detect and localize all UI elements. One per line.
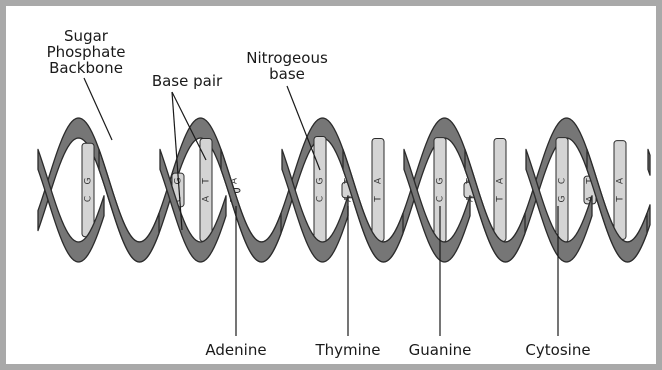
guanine-label: Guanine — [409, 342, 472, 359]
cytosine-label: Cytosine — [525, 342, 590, 359]
base-pair-rung: AT — [614, 141, 626, 240]
rung-letter-bottom: C — [436, 196, 446, 202]
rung-letter-bottom: C — [84, 196, 94, 202]
rung-letter-top: A — [374, 177, 384, 184]
rung-letter-top: C — [558, 178, 568, 184]
rung-letter-top: A — [616, 177, 626, 184]
rung-letter-bottom: T — [496, 196, 506, 203]
nitrogenous-base-label-line2: base — [269, 66, 305, 83]
rung-letter-top: T — [202, 178, 212, 185]
rung-letter-top: G — [316, 177, 326, 184]
backbone-strand-a-segment — [648, 149, 650, 175]
base-pair-rung: GC — [314, 137, 326, 244]
rung-letter-top: A — [496, 177, 506, 184]
base-pair-label: Base pair — [152, 73, 222, 90]
base-pair-rung: TA — [200, 138, 212, 241]
base-pair-rung: AT — [372, 138, 384, 241]
backbone-strand-b-segment — [99, 149, 159, 262]
sugar-phosphate-label-line3: Backbone — [49, 60, 123, 77]
rung-letter-bottom: A — [202, 195, 212, 202]
base-pair-rung: GC — [82, 143, 94, 236]
base-pair-rung: AT — [494, 138, 506, 241]
backbone-strand-a-segment — [160, 149, 226, 262]
rung-letter-bottom: G — [558, 195, 568, 202]
thymine-label: Thymine — [315, 342, 380, 359]
rung-letter-bottom: C — [316, 196, 326, 202]
backbone-strand-b-segment — [221, 149, 281, 262]
rung-letter-top: G — [84, 177, 94, 184]
rung-letter-bottom: T — [616, 196, 626, 203]
rung-letter-bottom: T — [374, 196, 384, 203]
rung-letter-top: G — [436, 177, 446, 184]
adenine-label: Adenine — [205, 342, 266, 359]
